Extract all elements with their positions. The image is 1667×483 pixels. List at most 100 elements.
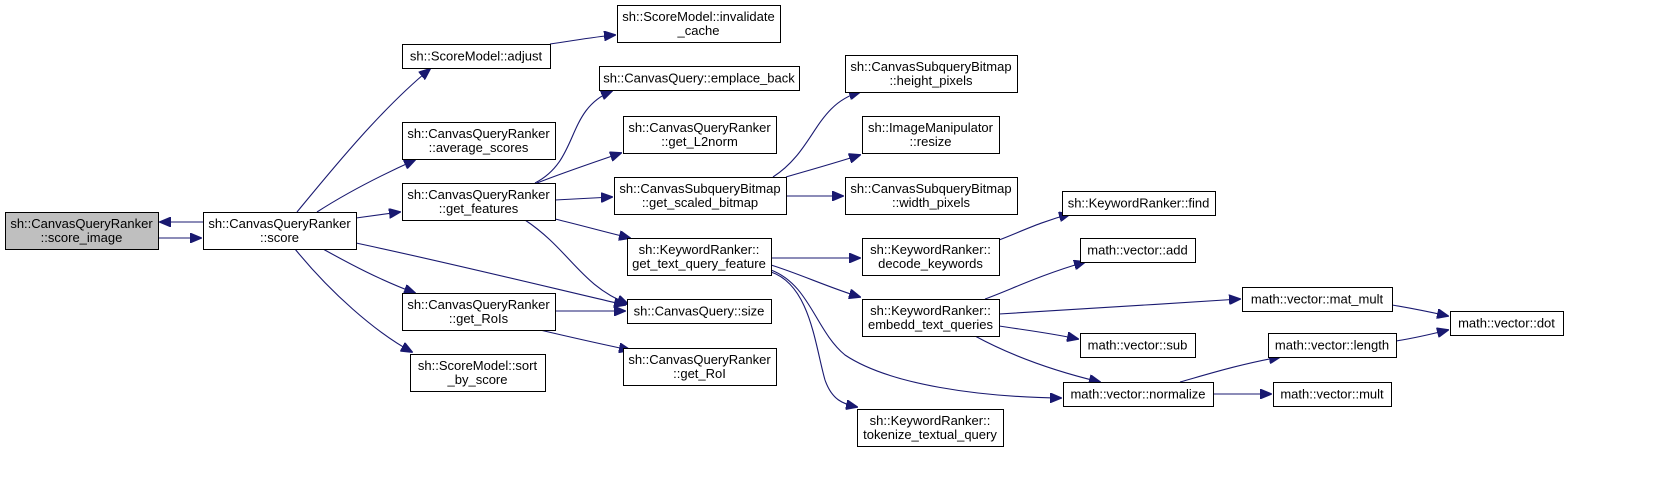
node-label-line: math::vector::normalize	[1070, 387, 1205, 402]
node-get-RoIs[interactable]: sh::CanvasQueryRanker::get_RoIs	[402, 293, 556, 331]
edge-get_text_query_feature-to-normalize	[770, 269, 1061, 398]
node-label-line: ::get_L2norm	[661, 134, 738, 149]
node-box	[410, 354, 546, 392]
node-label-line: tokenize_textual_query	[863, 427, 997, 442]
node-label-line: math::vector::add	[1087, 243, 1187, 258]
node-label-line: ::score_image	[41, 230, 123, 245]
node-box	[1062, 191, 1216, 216]
node-box	[1063, 382, 1214, 407]
node-emplace-back[interactable]: sh::CanvasQuery::emplace_back	[599, 66, 800, 91]
node-label-line: sh::KeywordRanker::	[870, 413, 991, 428]
node-get-L2norm[interactable]: sh::CanvasQueryRanker::get_L2norm	[623, 116, 777, 154]
node-box	[862, 299, 1000, 337]
node-label-line: sh::KeywordRanker::find	[1068, 196, 1210, 211]
node-label-line: sh::CanvasSubqueryBitmap	[850, 59, 1011, 74]
node-label-line: ::resize	[910, 134, 952, 149]
node-vec-mult[interactable]: math::vector::mult	[1273, 382, 1392, 407]
node-label-line: sh::CanvasQueryRanker	[628, 120, 771, 135]
node-tokenize[interactable]: sh::KeywordRanker::tokenize_textual_quer…	[857, 409, 1004, 447]
node-label-line: embedd_text_queries	[868, 317, 994, 332]
node-embedd-text-queries[interactable]: sh::KeywordRanker::embedd_text_queries	[862, 299, 1000, 337]
edge-embedd_text_queries-to-vec_add	[984, 262, 1085, 300]
node-label-line: sh::CanvasQueryRanker	[407, 187, 550, 202]
node-box	[402, 122, 556, 160]
node-box	[402, 293, 556, 331]
edge-score-to-sort_by_score	[294, 248, 412, 352]
node-box	[857, 409, 1004, 447]
node-score[interactable]: sh::CanvasQueryRanker::score	[203, 212, 357, 250]
node-box	[623, 348, 777, 386]
node-label-line: sh::ImageManipulator	[868, 120, 994, 135]
node-score-image[interactable]: sh::CanvasQueryRanker::score_image	[5, 212, 159, 250]
node-box	[845, 55, 1018, 93]
edge-normalize-to-vec_length	[1179, 357, 1280, 383]
node-get-RoI[interactable]: sh::CanvasQueryRanker::get_RoI	[623, 348, 777, 386]
node-box	[623, 116, 777, 154]
node-box	[627, 238, 772, 276]
edge-get_text_query_feature-to-tokenize	[770, 271, 857, 407]
edge-get_features-to-emplace_back	[534, 91, 612, 184]
node-label-line: ::get_RoIs	[449, 311, 509, 326]
node-label-line: sh::ScoreModel::invalidate	[622, 9, 774, 24]
node-label-line: _by_score	[447, 372, 508, 387]
node-box	[614, 177, 787, 215]
node-box	[5, 212, 159, 250]
node-box	[402, 183, 556, 221]
node-box	[599, 66, 800, 91]
node-label-line: sh::KeywordRanker::	[870, 303, 991, 318]
edge-get_scaled_bitmap-to-resize	[785, 155, 860, 178]
node-get-scaled-bitmap[interactable]: sh::CanvasSubqueryBitmap::get_scaled_bit…	[614, 177, 787, 215]
edge-get_features-to-get_L2norm	[536, 153, 621, 184]
node-label-line: ::score	[260, 230, 299, 245]
node-box	[617, 5, 781, 43]
node-average-scores[interactable]: sh::CanvasQueryRanker::average_scores	[402, 122, 556, 160]
node-label-line: sh::CanvasQueryRanker	[407, 297, 550, 312]
node-label-line: math::vector::mat_mult	[1251, 292, 1384, 307]
edge-score-to-get_RoIs	[322, 248, 415, 293]
node-label-line: math::vector::sub	[1088, 338, 1188, 353]
node-layer: sh::CanvasQueryRanker::score_imagesh::Ca…	[5, 5, 1564, 447]
edge-score-to-average_scores	[316, 160, 415, 213]
node-label-line: sh::CanvasQueryRanker	[628, 352, 771, 367]
edge-embedd_text_queries-to-vec_sub	[998, 325, 1078, 339]
node-box	[1273, 382, 1392, 407]
node-vec-sub[interactable]: math::vector::sub	[1080, 333, 1196, 358]
node-height-pixels[interactable]: sh::CanvasSubqueryBitmap::height_pixels	[845, 55, 1018, 93]
node-label-line: sh::CanvasQuery::emplace_back	[603, 71, 795, 86]
node-get-features[interactable]: sh::CanvasQueryRanker::get_features	[402, 183, 556, 221]
node-label-line: sh::KeywordRanker::	[639, 242, 760, 257]
node-sort-by-score[interactable]: sh::ScoreModel::sort_by_score	[410, 354, 546, 392]
node-find[interactable]: sh::KeywordRanker::find	[1062, 191, 1216, 216]
node-adjust[interactable]: sh::ScoreModel::adjust	[402, 44, 551, 69]
node-label-line: math::vector::mult	[1280, 387, 1384, 402]
node-width-pixels[interactable]: sh::CanvasSubqueryBitmap::width_pixels	[845, 177, 1018, 215]
node-label-line: ::width_pixels	[892, 195, 971, 210]
node-get-text-query-feature[interactable]: sh::KeywordRanker::get_text_query_featur…	[627, 238, 772, 276]
node-cq-size[interactable]: sh::CanvasQuery::size	[627, 299, 772, 324]
edge-mat_mult-to-dot	[1391, 304, 1448, 316]
node-label-line: sh::CanvasSubqueryBitmap	[619, 181, 780, 196]
node-label-line: sh::CanvasQueryRanker	[208, 216, 351, 231]
edge-get_features-to-get_scaled_bitmap	[554, 197, 612, 200]
node-resize[interactable]: sh::ImageManipulator::resize	[862, 116, 1000, 154]
edge-embedd_text_queries-to-mat_mult	[998, 299, 1240, 315]
node-box	[627, 299, 772, 324]
node-normalize[interactable]: math::vector::normalize	[1063, 382, 1214, 407]
node-label-line: ::get_features	[439, 201, 519, 216]
node-box	[1242, 287, 1393, 312]
node-mat-mult[interactable]: math::vector::mat_mult	[1242, 287, 1393, 312]
edge-adjust-to-invalidate_cache	[549, 35, 615, 45]
node-invalidate-cache[interactable]: sh::ScoreModel::invalidate_cache	[617, 5, 781, 43]
node-decode-keywords[interactable]: sh::KeywordRanker::decode_keywords	[862, 238, 1000, 276]
edge-score-to-get_features	[355, 212, 400, 219]
edge-score-to-cq_size	[355, 242, 625, 305]
node-label-line: math::vector::dot	[1458, 316, 1555, 331]
node-box	[203, 212, 357, 250]
node-label-line: sh::CanvasQueryRanker	[10, 216, 153, 231]
node-vec-length[interactable]: math::vector::length	[1268, 333, 1397, 358]
node-vec-add[interactable]: math::vector::add	[1080, 238, 1196, 263]
edge-decode_keywords-to-find	[998, 214, 1070, 241]
edge-layer	[158, 35, 1448, 407]
node-dot[interactable]: math::vector::dot	[1450, 311, 1564, 336]
